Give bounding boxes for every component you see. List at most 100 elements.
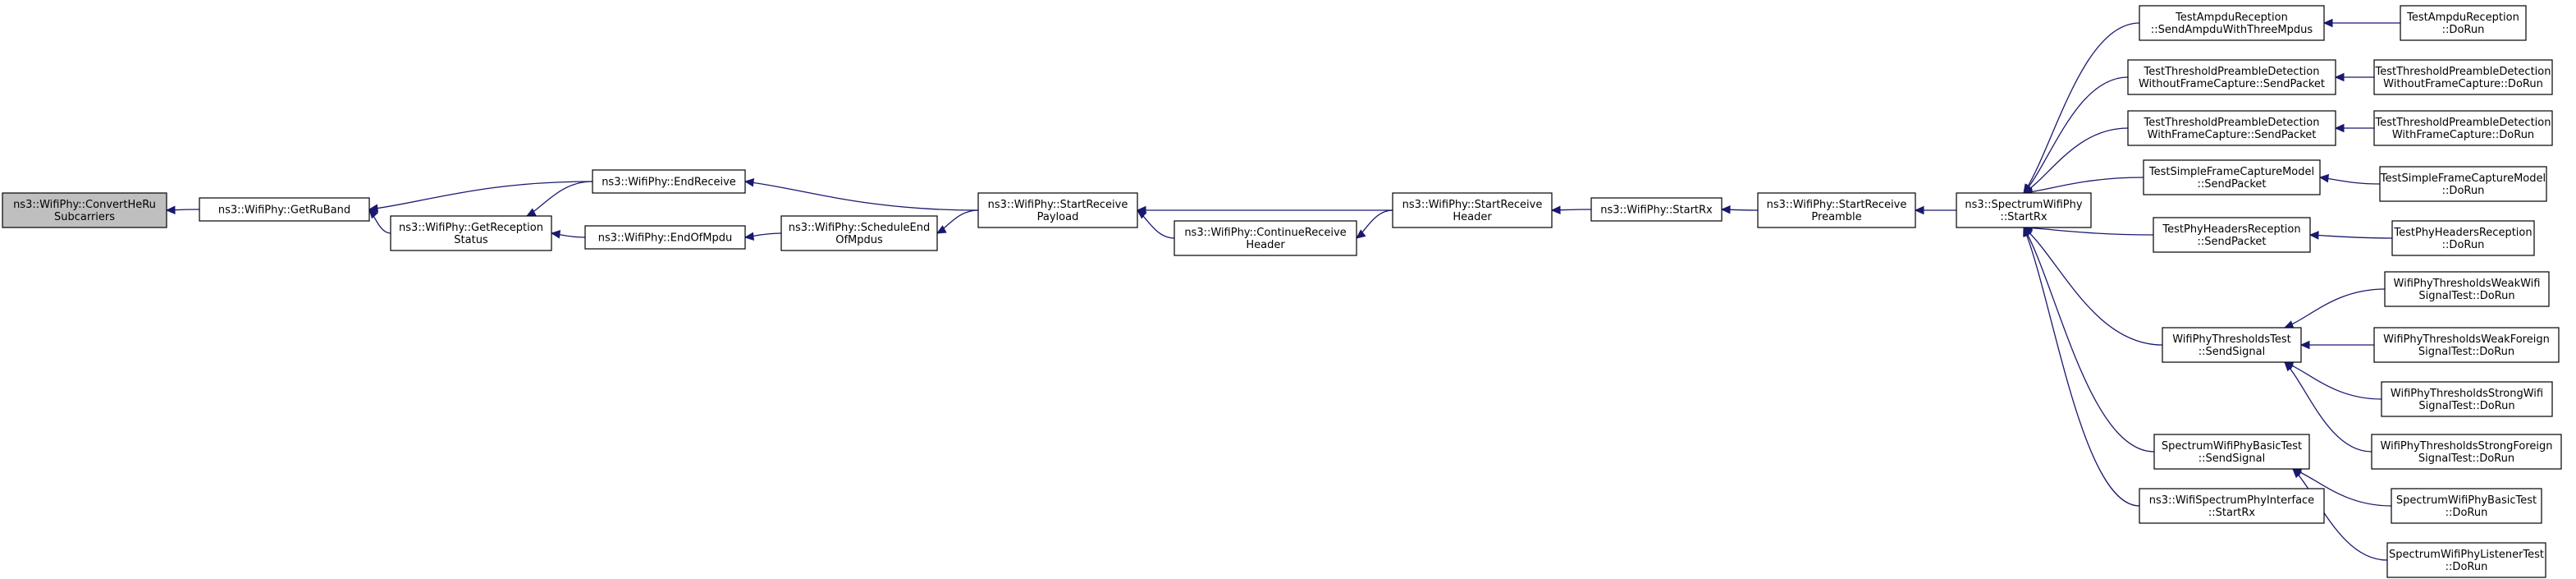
node-n21[interactable]: TestThresholdPreambleDetectionWithoutFra… xyxy=(2373,59,2553,95)
node-label-n21-line-0: TestThresholdPreambleDetection xyxy=(2375,66,2551,78)
node-box-n17[interactable] xyxy=(2162,327,2302,363)
node-label-n3-line-0: ns3::WifiPhy::EndReceive xyxy=(602,177,736,189)
node-label-n19-line-1: ::StartRx xyxy=(2208,507,2256,519)
node-n30[interactable]: SpectrumWifiPhyListenerTest::DoRun xyxy=(2386,542,2546,578)
arrowhead-n10-to-n9 xyxy=(1720,204,1731,214)
node-label-n30-line-1: ::DoRun xyxy=(2446,561,2488,573)
node-n25[interactable]: WifiPhyThresholdsWeakWifiSignalTest::DoR… xyxy=(2384,271,2550,307)
node-label-n16-line-0: TestPhyHeadersReception xyxy=(2162,223,2300,236)
node-box-n1[interactable] xyxy=(199,197,370,222)
arrowhead-n6-to-n3 xyxy=(744,178,755,187)
node-box-n25[interactable] xyxy=(2384,271,2550,307)
node-label-n22-line-1: WithFrameCapture::DoRun xyxy=(2392,129,2534,141)
node-box-n15[interactable] xyxy=(2143,159,2321,195)
node-label-n15-line-1: ::SendPacket xyxy=(2197,178,2266,191)
node-box-n28[interactable] xyxy=(2371,434,2562,470)
node-box-n19[interactable] xyxy=(2139,488,2325,524)
node-n12[interactable]: TestAmpduReception::SendAmpduWithThreeMp… xyxy=(2139,5,2325,41)
node-box-n23[interactable] xyxy=(2379,166,2547,202)
node-label-n5-line-0: ns3::WifiPhy::ScheduleEnd xyxy=(789,222,930,234)
node-box-n11[interactable] xyxy=(1956,192,2092,228)
node-n27[interactable]: WifiPhyThresholdsStrongWifiSignalTest::D… xyxy=(2381,381,2553,417)
node-box-n6[interactable] xyxy=(977,192,1138,228)
node-box-n26[interactable] xyxy=(2373,327,2560,363)
node-label-n8-line-1: Header xyxy=(1453,211,1492,223)
arrowhead-n19-to-n11 xyxy=(2023,226,2031,237)
node-box-n5[interactable] xyxy=(780,215,938,251)
node-box-n8[interactable] xyxy=(1392,192,1553,228)
arrowhead-n3-to-n2 xyxy=(525,208,537,217)
node-label-n13-line-0: TestThresholdPreambleDetection xyxy=(2144,66,2320,78)
node-box-n2[interactable] xyxy=(390,215,552,251)
node-box-n20[interactable] xyxy=(2400,5,2527,41)
arrowhead-n9-to-n8 xyxy=(1550,205,1561,215)
edge-n28-to-n17 xyxy=(2284,361,2372,453)
edge-n13-to-n11 xyxy=(2023,76,2129,194)
node-box-n22[interactable] xyxy=(2373,110,2553,146)
node-label-n27-line-1: SignalTest::DoRun xyxy=(2418,400,2514,412)
node-label-n16-line-1: ::SendPacket xyxy=(2197,236,2266,248)
node-label-n25-line-1: SignalTest::DoRun xyxy=(2418,290,2514,302)
node-n14[interactable]: TestThresholdPreambleDetectionWithFrameC… xyxy=(2127,110,2336,146)
node-label-n23-line-0: TestSimpleFrameCaptureModel xyxy=(2380,172,2546,185)
node-box-n14[interactable] xyxy=(2127,110,2336,146)
node-box-n16[interactable] xyxy=(2153,217,2311,253)
node-label-n18-line-1: ::SendSignal xyxy=(2199,453,2265,465)
node-label-n4-line-0: ns3::WifiPhy::EndOfMpdu xyxy=(598,232,732,245)
node-n18[interactable]: SpectrumWifiPhyBasicTest::SendSignal xyxy=(2153,434,2310,470)
node-box-n12[interactable] xyxy=(2139,5,2325,41)
node-n1[interactable]: ns3::WifiPhy::GetRuBand xyxy=(199,197,370,222)
node-n9[interactable]: ns3::WifiPhy::StartRx xyxy=(1590,197,1723,222)
node-n23[interactable]: TestSimpleFrameCaptureModel::DoRun xyxy=(2379,166,2547,202)
node-box-n29[interactable] xyxy=(2391,488,2542,524)
node-n29[interactable]: SpectrumWifiPhyBasicTest::DoRun xyxy=(2391,488,2542,524)
node-box-n7[interactable] xyxy=(1174,220,1357,256)
node-box-n13[interactable] xyxy=(2127,59,2336,95)
node-n11[interactable]: ns3::SpectrumWifiPhy::StartRx xyxy=(1956,192,2092,228)
arrowhead-n1-to-n0 xyxy=(165,205,176,215)
node-box-n3[interactable] xyxy=(592,169,746,194)
node-label-n29-line-0: SpectrumWifiPhyBasicTest xyxy=(2396,494,2537,507)
arrowhead-n28-to-n17 xyxy=(2284,361,2295,372)
node-label-n10-line-1: Preamble xyxy=(1811,211,1861,223)
node-n4[interactable]: ns3::WifiPhy::EndOfMpdu xyxy=(584,225,746,250)
node-label-n27-line-0: WifiPhyThresholdsStrongWifi xyxy=(2391,388,2543,400)
node-box-n9[interactable] xyxy=(1590,197,1723,222)
node-box-n10[interactable] xyxy=(1757,192,1916,228)
arrowhead-n8-to-n7 xyxy=(1356,229,1366,239)
node-box-n4[interactable] xyxy=(584,225,746,250)
node-box-n30[interactable] xyxy=(2386,542,2546,578)
node-label-n6-line-0: ns3::WifiPhy::StartReceive xyxy=(988,199,1128,211)
node-n20[interactable]: TestAmpduReception::DoRun xyxy=(2400,5,2527,41)
node-box-n27[interactable] xyxy=(2381,381,2553,417)
node-n3[interactable]: ns3::WifiPhy::EndReceive xyxy=(592,169,746,194)
node-n16[interactable]: TestPhyHeadersReception::SendPacket xyxy=(2153,217,2311,253)
node-n15[interactable]: TestSimpleFrameCaptureModel::SendPacket xyxy=(2143,159,2321,195)
node-label-n2-line-1: Status xyxy=(454,234,488,246)
node-n17[interactable]: WifiPhyThresholdsTest::SendSignal xyxy=(2162,327,2302,363)
node-n28[interactable]: WifiPhyThresholdsStrongForeignSignalTest… xyxy=(2371,434,2562,470)
node-n24[interactable]: TestPhyHeadersReception::DoRun xyxy=(2391,220,2535,256)
node-box-n0[interactable] xyxy=(2,192,167,228)
node-n13[interactable]: TestThresholdPreambleDetectionWithoutFra… xyxy=(2127,59,2336,95)
edge-n17-to-n11 xyxy=(2023,227,2163,346)
edge-n3-to-n2 xyxy=(526,181,593,217)
node-box-n18[interactable] xyxy=(2153,434,2310,470)
arrowhead-n11-to-n10 xyxy=(1914,205,1924,215)
node-box-n24[interactable] xyxy=(2391,220,2535,256)
node-label-n1-line-0: ns3::WifiPhy::GetRuBand xyxy=(218,204,350,217)
node-label-n13-line-1: WithoutFrameCapture::SendPacket xyxy=(2139,78,2325,90)
node-n19[interactable]: ns3::WifiSpectrumPhyInterface::StartRx xyxy=(2139,488,2325,524)
node-box-n21[interactable] xyxy=(2373,59,2553,95)
node-n22[interactable]: TestThresholdPreambleDetectionWithFrameC… xyxy=(2373,110,2553,146)
edge-n12-to-n11 xyxy=(2023,22,2140,194)
node-n26[interactable]: WifiPhyThresholdsWeakForeignSignalTest::… xyxy=(2373,327,2560,363)
